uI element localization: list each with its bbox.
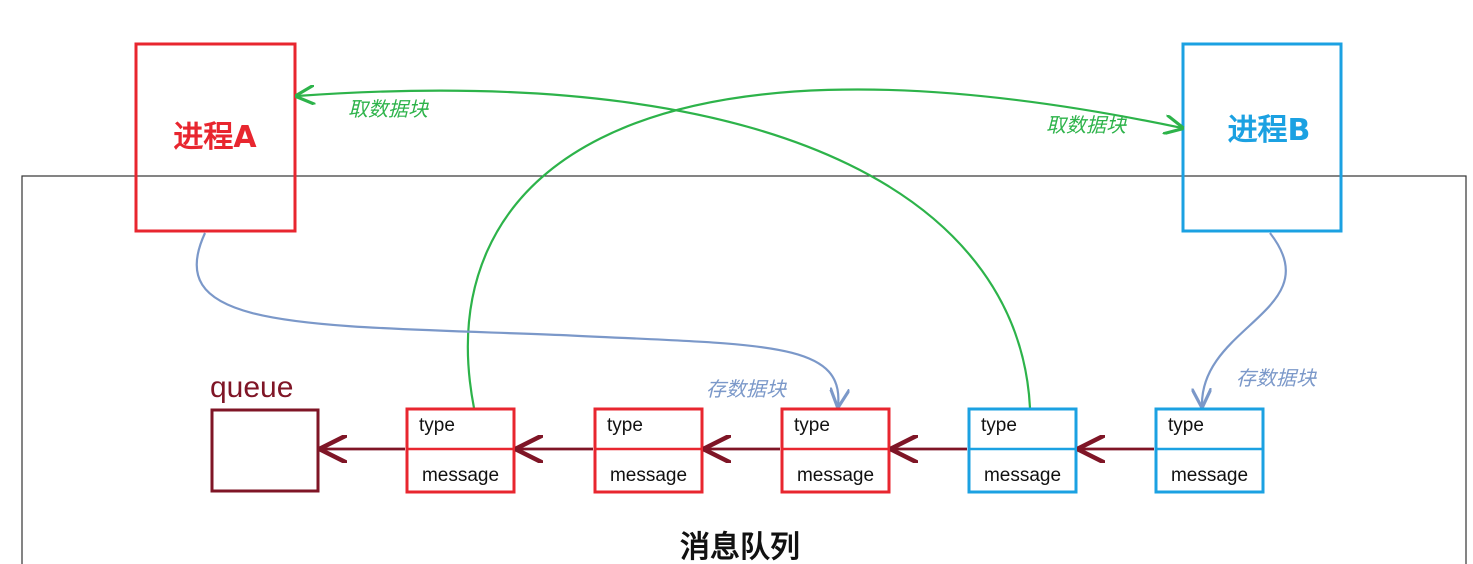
- store-arrow-from-a: [195, 232, 839, 406]
- message-type-field: type: [794, 415, 830, 436]
- store-label-a: 存数据块: [706, 377, 787, 401]
- message-node-group: type message type message type message type mes…: [405, 407, 1265, 494]
- message-content-field: message: [984, 465, 1061, 486]
- queue-box: [210, 408, 320, 493]
- process-b-box: [1181, 42, 1343, 233]
- message-queue-frame: [21, 175, 1467, 564]
- message-node: type message: [1154, 407, 1265, 494]
- process-a-box: [134, 42, 297, 233]
- message-node-box: [967, 407, 1078, 494]
- message-node: type message: [967, 407, 1078, 494]
- fetch-label-a: 取数据块: [348, 97, 429, 121]
- message-type-field: type: [1168, 415, 1204, 436]
- store-label-b: 存数据块: [1236, 366, 1317, 390]
- message-type-field: type: [607, 415, 643, 436]
- message-content-field: message: [797, 465, 874, 486]
- store-arrow-from-b: [1202, 232, 1287, 406]
- message-type-field: type: [981, 415, 1017, 436]
- message-node-box: [405, 407, 516, 494]
- message-queue-title: 消息队列: [680, 530, 800, 564]
- fetch-arrow-to-b: [466, 88, 1182, 409]
- message-content-field: message: [1171, 465, 1248, 486]
- message-node: type message: [593, 407, 704, 494]
- message-node-box: [1154, 407, 1265, 494]
- fetch-arrow-to-a: [297, 91, 1032, 409]
- message-content-field: message: [422, 465, 499, 486]
- process-a-label: 进程A: [173, 120, 257, 155]
- message-node: type message: [780, 407, 891, 494]
- message-type-field: type: [419, 415, 455, 436]
- fetch-label-b: 取数据块: [1046, 113, 1127, 137]
- message-node: type message: [405, 407, 516, 494]
- message-content-field: message: [610, 465, 687, 486]
- queue-label: queue: [210, 371, 293, 404]
- process-b-label: 进程B: [1228, 113, 1311, 148]
- message-node-box: [780, 407, 891, 494]
- message-node-box: [593, 407, 704, 494]
